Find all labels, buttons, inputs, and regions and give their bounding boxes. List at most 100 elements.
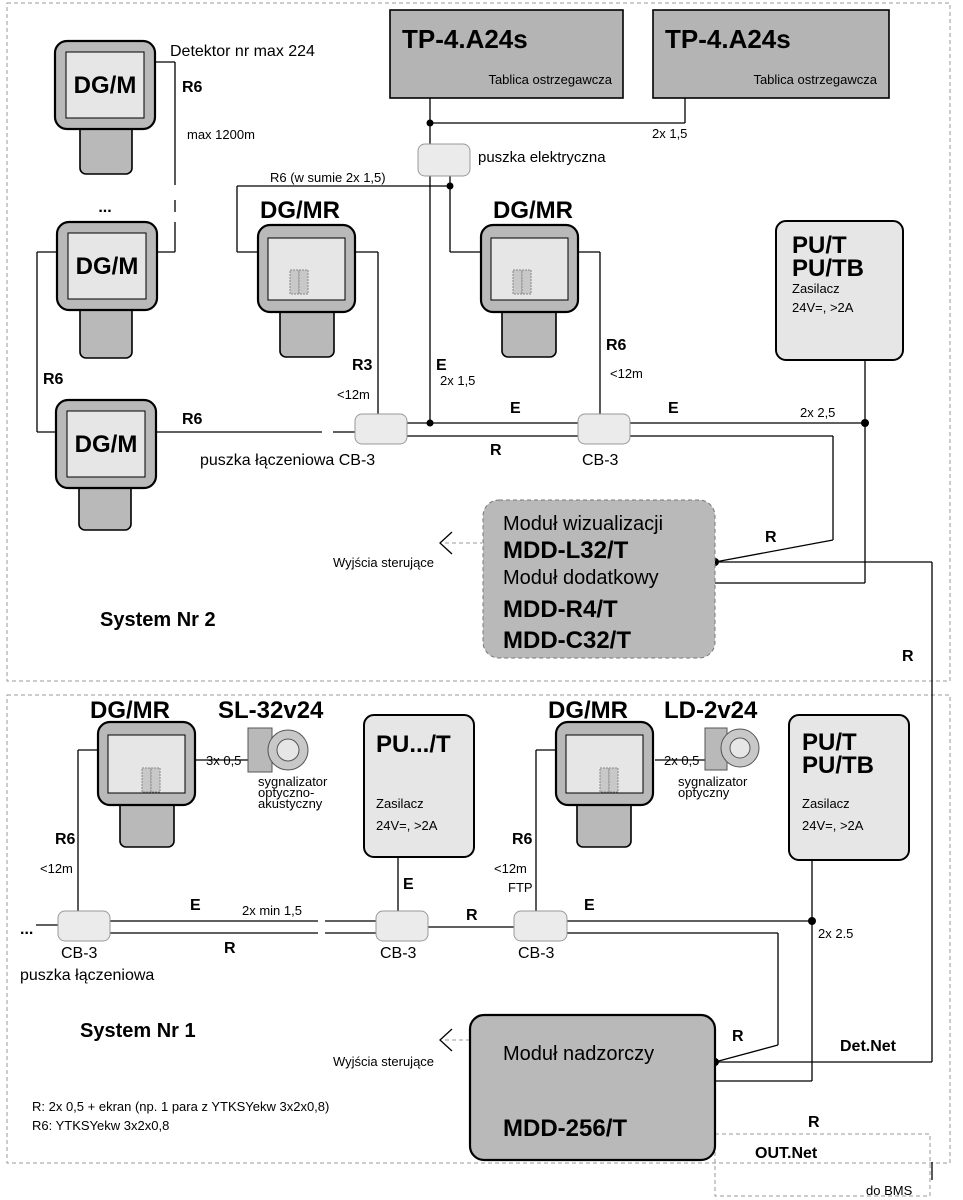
outputs-label-system-1: Wyjścia sterujące — [333, 1054, 434, 1069]
s1-r6-right: R6 — [512, 831, 533, 848]
r6-sum-label: R6 (w sumie 2x 1,5) — [270, 170, 386, 185]
r3-label: R3 — [352, 357, 373, 374]
legend-r: R: 2x 0,5 + ekran (np. 1 para z YTKSYekw… — [32, 1099, 329, 1114]
ld-desc-1: sygnalizator — [678, 774, 748, 789]
ld-desc-2: optyczny — [678, 785, 730, 800]
r-bus-label: R — [490, 442, 502, 459]
s1-cb3-label-2: CB-3 — [380, 945, 417, 962]
dgmr-detector-right — [479, 223, 580, 358]
r-down-label: R — [902, 648, 914, 665]
visualization-module: Moduł wizualizacji MDD-L32/T Moduł dodat… — [482, 499, 716, 659]
e-bus-label-2: E — [668, 400, 679, 417]
e-vertical-label: E — [436, 357, 447, 374]
dgm-detector-bottom-label: DG/M — [75, 431, 138, 458]
r6-right-label: R6 — [606, 337, 627, 354]
module2-line5: MDD-C32/T — [503, 627, 631, 654]
outputs-label-system-2: Wyjścia sterujące — [333, 555, 434, 570]
power-supply-system-2: PU/T PU/TB Zasilacz 24V=, >2A — [775, 220, 904, 361]
lt12-left-label: <12m — [337, 387, 370, 402]
s1-cable-min: 2x min 1,5 — [242, 903, 302, 918]
s1-lt12-left: <12m — [40, 861, 73, 876]
ld-cable: 2x 0,5 — [664, 753, 699, 768]
tp-board-a-subtitle: Tablica ostrzegawcza — [488, 72, 612, 87]
s1-e-bus-left: E — [190, 897, 201, 914]
s1-r6-left: R6 — [55, 831, 76, 848]
s1-r-bus-mid: R — [466, 907, 478, 924]
module1-line1: Moduł nadzorczy — [503, 1043, 654, 1065]
module2-line2: MDD-L32/T — [503, 537, 629, 564]
pu1-volt: 24V=, >2A — [802, 818, 864, 833]
tp-board-a: TP-4.A24s Tablica ostrzegawcza — [389, 9, 624, 99]
pu1-line2: PU/TB — [802, 752, 874, 779]
dgmr-s1-left-title: DG/MR — [90, 697, 170, 724]
s1-e-bus-right: E — [584, 897, 595, 914]
dgm-ellipsis: ... — [98, 199, 111, 216]
system-1-title: System Nr 1 — [80, 1020, 196, 1042]
pu2-zasilacz: Zasilacz — [792, 281, 840, 296]
s1-dots: ... — [20, 921, 33, 938]
s1-r-out: R — [808, 1114, 820, 1131]
tp-board-b: TP-4.A24s Tablica ostrzegawcza — [652, 9, 890, 99]
system-2-title: System Nr 2 — [100, 609, 216, 631]
sl-title: SL-32v24 — [218, 697, 324, 724]
s1-cb3-label-3: CB-3 — [518, 945, 555, 962]
sl-siren-icon — [247, 727, 309, 773]
pu-mid-zasilacz: Zasilacz — [376, 796, 424, 811]
s1-cb3-box-1 — [57, 910, 111, 942]
dgm-detector-middle-label: DG/M — [76, 253, 139, 280]
s1-pu-cable: 2x 2.5 — [818, 926, 853, 941]
s1-r-module: R — [732, 1028, 744, 1045]
dgmr-s1-left — [96, 720, 197, 848]
tp-board-a-title: TP-4.A24s — [402, 24, 528, 54]
pu-mid-volt: 24V=, >2A — [376, 818, 438, 833]
system-1-frame — [6, 694, 951, 1164]
dgm-detector-middle: DG/M — [55, 220, 159, 359]
dgm-detector-top: DG/M — [53, 39, 157, 175]
module2-line3: Moduł dodatkowy — [503, 567, 659, 589]
tp-cable-label: 2x 1,5 — [652, 126, 687, 141]
r6-bus-label: R6 — [182, 411, 203, 428]
s1-lt12-right: <12m — [494, 861, 527, 876]
sl-cable: 3x 0,5 — [206, 753, 241, 768]
cb3-box-left — [354, 413, 408, 445]
det-net-label: Det.Net — [840, 1038, 897, 1055]
cb3-box-right — [577, 413, 631, 445]
out-net-label: OUT.Net — [755, 1145, 818, 1162]
r6-left-label: R6 — [43, 371, 64, 388]
power-supply-mid: PU.../T Zasilacz 24V=, >2A — [363, 714, 475, 858]
detector-caption: Detektor nr max 224 — [170, 43, 315, 60]
e-bus-label-1: E — [510, 400, 521, 417]
pu2-line1: PU/T — [792, 232, 847, 259]
dgmr-s1-right-title: DG/MR — [548, 697, 628, 724]
dgmr-right-title: DG/MR — [493, 197, 573, 224]
dgm-detector-bottom: DG/M — [54, 398, 158, 531]
s1-e-pu: E — [403, 876, 414, 893]
dgm-detector-top-label: DG/M — [74, 72, 137, 99]
cb3-right-label: CB-3 — [582, 452, 619, 469]
s1-ftp: FTP — [508, 880, 533, 895]
max-distance-label: max 1200m — [187, 127, 255, 142]
dgmr-s1-right — [554, 720, 655, 848]
pu-mid-title: PU.../T — [376, 731, 451, 758]
electrical-box-label: puszka elektryczna — [478, 149, 606, 166]
junction-box-caption: puszka łączeniowa CB-3 — [200, 452, 375, 469]
module2-line4: MDD-R4/T — [503, 596, 618, 623]
pu1-line1: PU/T — [802, 729, 857, 756]
pu-cable-label: 2x 2,5 — [800, 405, 835, 420]
s1-cb3-box-3 — [513, 910, 568, 942]
e-cable-label: 2x 1,5 — [440, 373, 475, 388]
lt12-right-label: <12m — [610, 366, 643, 381]
pu1-zasilacz: Zasilacz — [802, 796, 850, 811]
legend-r6: R6: YTKSYekw 3x2x0,8 — [32, 1118, 169, 1133]
sl-desc-1: sygnalizator — [258, 774, 328, 789]
s1-cb3-box-2 — [375, 910, 429, 942]
system-2-frame — [6, 2, 951, 682]
system-1-wires — [36, 749, 933, 1180]
sl-desc-3: akustyczny — [258, 796, 323, 811]
pu2-volt: 24V=, >2A — [792, 300, 854, 315]
out-net-frame — [714, 1133, 931, 1197]
s1-r-bus-left: R — [224, 940, 236, 957]
dgmr-left-title: DG/MR — [260, 197, 340, 224]
module1-line2: MDD-256/T — [503, 1115, 627, 1142]
